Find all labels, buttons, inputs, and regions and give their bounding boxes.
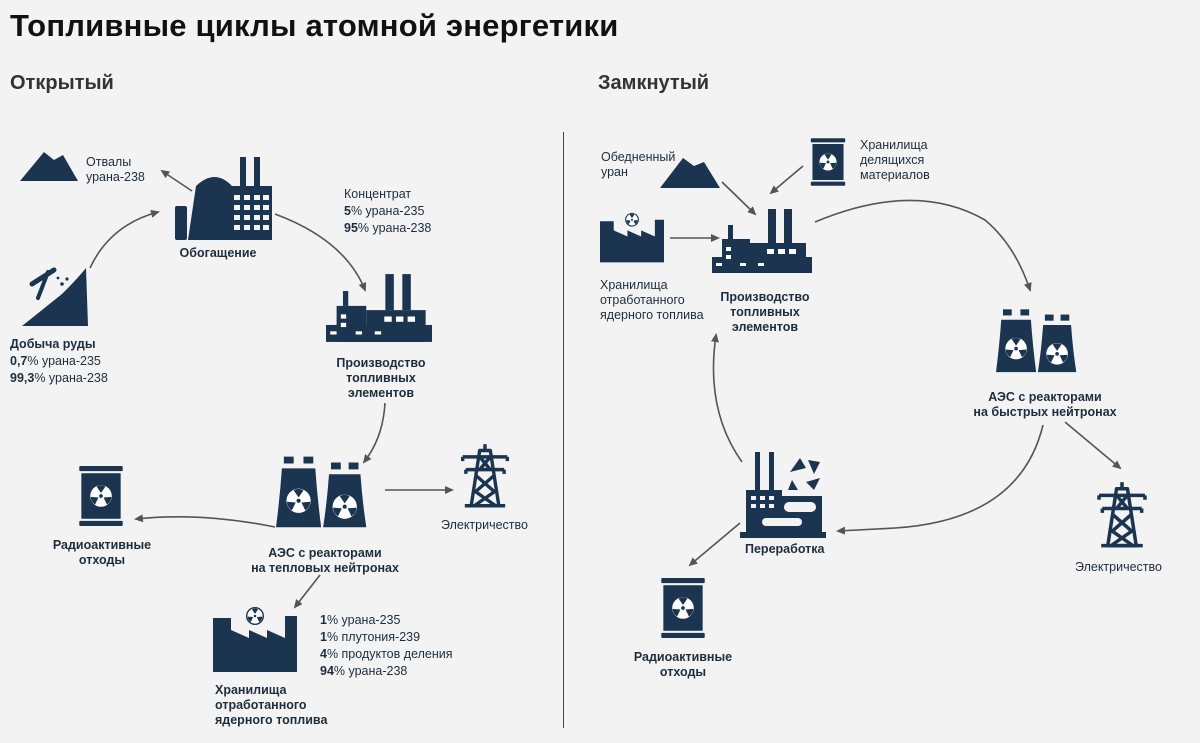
arrow-npp-to-waste: [134, 514, 276, 528]
arrow-mining-to-enrichment: [89, 209, 160, 269]
thermal-npp-icon: [276, 457, 366, 528]
recycle-arrows-icon: [788, 458, 820, 490]
arrow-enrichment-to-fuel: [274, 213, 367, 292]
closed-waste-barrel-icon: [661, 578, 704, 638]
depleted-pile-icon: [660, 158, 720, 188]
recycling-plant-icon: [740, 452, 826, 538]
arrow-fissile-to-fuel: [769, 165, 804, 195]
fast-npp-icon: [996, 309, 1076, 372]
recycling-label: Переработка: [745, 542, 825, 556]
closed-electricity-label: Электричество: [1075, 560, 1162, 574]
closed-spent-storage-icon: [600, 213, 664, 263]
fissile-barrel-icon: [811, 138, 845, 185]
arrow-npp-to-spent: [293, 574, 321, 609]
open-cycle-heading: Открытый: [10, 72, 114, 94]
mining-icon: [22, 267, 88, 326]
waste-barrel-icon: [79, 466, 122, 526]
mining-label: Добыча руды 0,7% урана-235 99,3% урана-2…: [10, 337, 108, 385]
enrichment-label: Обогащение: [179, 246, 257, 260]
spent-storage-icon: [213, 607, 297, 672]
arrow-fastnpp-to-recycling: [836, 424, 1044, 535]
electricity-label: Электричество: [441, 518, 528, 532]
closed-cycle-heading: Замкнутый: [598, 72, 710, 94]
section-divider: [563, 132, 564, 728]
arrow-depleted-to-fuel: [721, 181, 757, 216]
arrow-enrichment-to-tailings: [160, 169, 193, 192]
arrow-recycling-to-fuel: [711, 333, 743, 463]
page-title: Топливные циклы атомной энергетики: [10, 8, 619, 43]
arrow-recycling-to-waste: [688, 522, 741, 567]
concentrate-label: Концентрат 5% урана-235 95% урана-238: [344, 187, 432, 235]
spent-composition: 1% урана-235 1% плутония-239 4% продукто…: [320, 613, 453, 678]
arrow-fuel-to-fastnpp: [814, 199, 1032, 292]
arrow-fuel-to-npp: [362, 402, 386, 464]
fuel-factory-icon: [326, 274, 432, 342]
arrow-fastnpp-to-electricity: [1064, 421, 1122, 470]
tailings-pile-icon: [20, 152, 78, 181]
closed-fuel-factory-icon: [712, 209, 812, 273]
enrichment-plant-icon: [175, 157, 272, 240]
closed-power-tower-icon: [1097, 480, 1147, 548]
power-tower-icon: [460, 442, 510, 508]
